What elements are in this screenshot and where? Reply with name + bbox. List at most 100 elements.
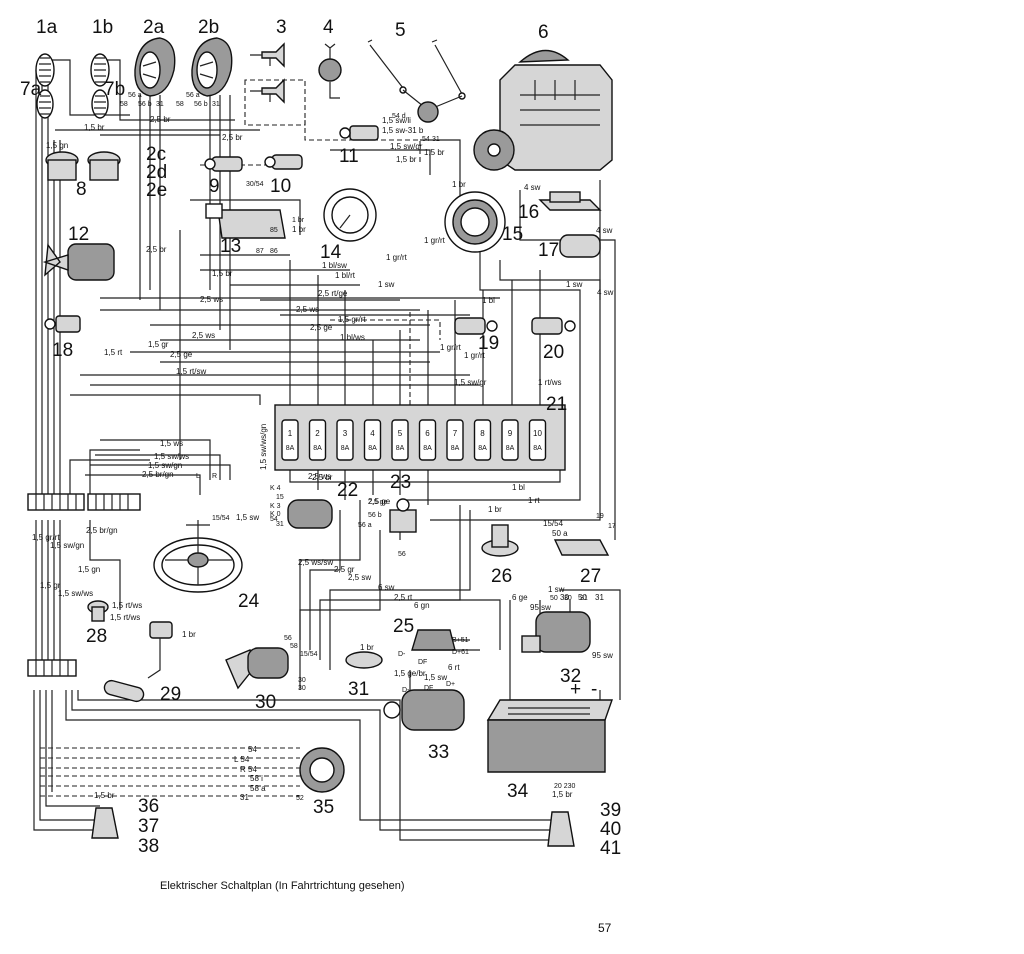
tail-lamp-left	[91, 807, 119, 839]
wiper-switch-11	[339, 125, 379, 141]
svg-text:-: -	[591, 679, 597, 700]
svg-text:1,5 sw/ws/gn: 1,5 sw/ws/gn	[259, 424, 268, 470]
svg-text:1,5 gr: 1,5 gr	[40, 581, 61, 590]
fuse-number: 10	[533, 429, 542, 438]
svg-text:56: 56	[398, 551, 406, 558]
label-29: 29	[160, 684, 181, 705]
label-2c: 2c	[146, 144, 166, 165]
svg-text:31: 31	[595, 593, 604, 602]
svg-text:1,5 rt: 1,5 rt	[104, 348, 123, 357]
connector-block-left-lower	[27, 659, 77, 677]
svg-text:1,5 br: 1,5 br	[84, 123, 105, 132]
svg-text:1 gr/rt: 1 gr/rt	[424, 236, 446, 245]
svg-text:1,5 br: 1,5 br	[396, 155, 417, 164]
svg-text:6 ge: 6 ge	[512, 593, 528, 602]
svg-text:1,5 gn: 1,5 gn	[78, 565, 100, 574]
svg-text:1,5 gr/rt: 1,5 gr/rt	[338, 315, 366, 324]
svg-text:1 gr/rt: 1 gr/rt	[440, 343, 462, 352]
label-8: 8	[76, 179, 87, 200]
svg-text:50 a: 50 a	[552, 529, 568, 538]
label-7a: 7a	[20, 79, 42, 100]
fuse-5: 58A	[391, 419, 409, 461]
switch-20	[531, 317, 576, 335]
voltage-regulator-16	[538, 191, 602, 211]
interior-lamp-31	[345, 651, 383, 669]
label-27: 27	[580, 566, 601, 587]
label-11: 11	[339, 146, 359, 167]
fuse-number: 4	[370, 429, 375, 438]
svg-text:56 a: 56 a	[186, 92, 200, 99]
fuse-rating: 8A	[341, 445, 350, 452]
label-33: 33	[428, 742, 449, 763]
ignition-switch-30	[225, 647, 289, 690]
svg-text:86: 86	[270, 248, 278, 255]
label-32: 32	[560, 666, 581, 687]
svg-text:1,5 sw/gn: 1,5 sw/gn	[50, 541, 84, 550]
label-28: 28	[86, 626, 107, 647]
svg-text:K 0: K 0	[270, 511, 281, 518]
svg-text:50: 50	[578, 593, 587, 602]
svg-text:1,5 sw/ws: 1,5 sw/ws	[58, 589, 93, 598]
label-17: 17	[538, 240, 559, 261]
svg-text:1,5 rt/ws: 1,5 rt/ws	[110, 613, 140, 622]
tail-lamp-connector-35	[299, 747, 345, 793]
headlamp-2b	[191, 37, 233, 97]
svg-text:30/54: 30/54	[246, 181, 264, 188]
svg-text:1 sw: 1 sw	[378, 280, 395, 289]
svg-text:1,5 sw: 1,5 sw	[424, 673, 447, 682]
svg-text:2,5 ws/sw: 2,5 ws/sw	[298, 558, 333, 567]
svg-text:1 rt: 1 rt	[528, 496, 540, 505]
svg-text:D+: D+	[446, 681, 455, 688]
label-3: 3	[276, 17, 287, 38]
svg-text:1,5 sw: 1,5 sw	[236, 513, 259, 522]
speedometer-15	[444, 191, 506, 253]
label-10: 10	[270, 176, 291, 197]
label-34: 34	[507, 781, 529, 802]
svg-text:D+61: D+61	[452, 649, 469, 656]
svg-text:1,5 sw/gn: 1,5 sw/gn	[148, 461, 182, 470]
fuse-number: 6	[425, 429, 430, 438]
tail-lamp-right	[547, 811, 575, 847]
svg-text:31: 31	[580, 595, 588, 602]
label-12: 12	[68, 224, 89, 245]
svg-text:1 gr/rt: 1 gr/rt	[386, 253, 408, 262]
fuse-number: 5	[398, 429, 403, 438]
battery-34	[486, 699, 613, 773]
horn-3	[250, 42, 285, 104]
svg-text:31: 31	[156, 101, 164, 108]
label-14: 14	[320, 242, 342, 263]
svg-text:1,5 sw-31 b: 1,5 sw-31 b	[382, 126, 424, 135]
regulator-25	[411, 629, 456, 651]
svg-text:56 b: 56 b	[368, 512, 382, 519]
svg-text:L 54: L 54	[234, 755, 250, 764]
svg-text:1,5 sw/gr: 1,5 sw/gr	[454, 378, 487, 387]
svg-text:K 3: K 3	[270, 503, 281, 510]
svg-text:95 sw: 95 sw	[592, 651, 613, 660]
drawing-number: 20 230	[554, 783, 576, 790]
label-25: 25	[393, 616, 414, 637]
fuse-8: 88A	[473, 419, 492, 461]
svg-text:4 sw: 4 sw	[524, 183, 541, 192]
switch-19	[454, 317, 498, 335]
svg-text:1,5 gr/rt: 1,5 gr/rt	[32, 533, 60, 542]
svg-text:31: 31	[240, 793, 249, 802]
starter-relay-27	[553, 539, 610, 556]
svg-text:2,5 ge: 2,5 ge	[310, 323, 333, 332]
terminal-labels: 56 a 56 b 31 58 56 a 56 b 31 58 54 d 54 …	[120, 92, 616, 802]
svg-text:54 d: 54 d	[392, 113, 406, 120]
label-9: 9	[209, 176, 220, 197]
svg-text:56 a: 56 a	[128, 92, 142, 99]
svg-text:1,5 ge/br: 1,5 ge/br	[394, 669, 426, 678]
svg-text:2,5 br: 2,5 br	[312, 473, 333, 482]
washer-pump-4	[318, 43, 342, 99]
svg-text:58: 58	[290, 643, 298, 650]
fuse-4: 4 8A	[363, 419, 382, 461]
svg-text:1 bl/sw: 1 bl/sw	[322, 261, 347, 270]
svg-text:30: 30	[298, 677, 306, 684]
svg-text:1,5 br: 1,5 br	[94, 791, 115, 800]
indicator-lamp-7a	[36, 89, 54, 119]
svg-text:2,5 br: 2,5 br	[222, 133, 243, 142]
fuse-rating: 8A	[368, 445, 377, 452]
svg-text:1 br: 1 br	[360, 643, 374, 652]
